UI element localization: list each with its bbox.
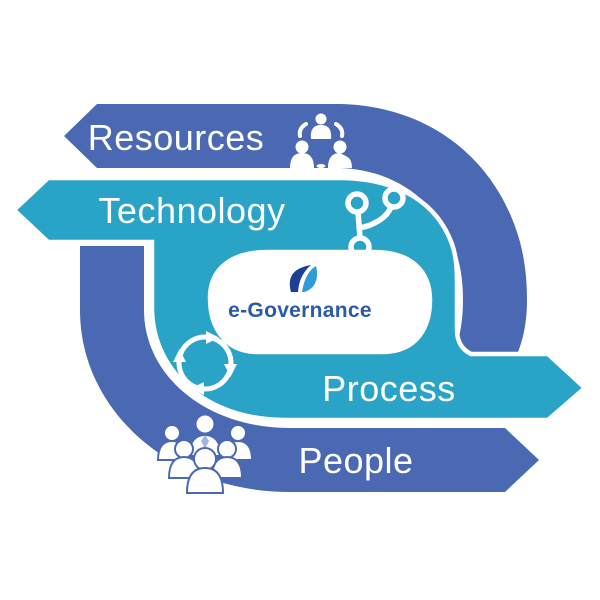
people-label: People (298, 440, 413, 481)
people-group-icon (156, 413, 254, 494)
logo-cyan-petal (302, 266, 318, 292)
resources-band-shape (64, 104, 527, 361)
center-capsule (217, 252, 380, 347)
technology-label: Technology (98, 190, 285, 231)
cycle-arrows-icon (173, 331, 237, 395)
meeting-people-icon (290, 113, 352, 168)
people-band-shape (80, 246, 539, 492)
logo-navy-petal (289, 265, 311, 292)
git-branch-icon (345, 186, 406, 259)
resources-label: Resources (88, 117, 265, 158)
process-label: Process (322, 368, 456, 409)
egovernance-logo-icon (289, 265, 318, 292)
technology-process-band-shape (10, 175, 589, 423)
center-label: e-Governance (228, 299, 372, 322)
